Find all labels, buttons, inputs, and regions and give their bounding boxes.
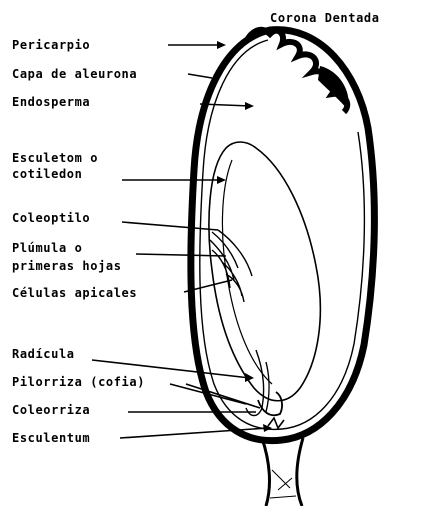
arrow-pericarpio bbox=[217, 41, 226, 49]
stalk-texture bbox=[270, 470, 296, 498]
seed-stalk bbox=[262, 438, 303, 506]
label-pericarpio: Pericarpio bbox=[12, 38, 90, 52]
label-coleoptilo: Coleoptilo bbox=[12, 211, 90, 225]
escutelo-inner bbox=[222, 160, 272, 384]
label-endosperma: Endosperma bbox=[12, 95, 90, 109]
leader-aleurona bbox=[188, 74, 212, 78]
arrow-endosperma bbox=[245, 102, 254, 110]
label-esculentum: Esculentum bbox=[12, 431, 90, 445]
label-coleorriza: Coleorriza bbox=[12, 403, 90, 417]
label-escutelo-line1: Esculetom o bbox=[12, 151, 98, 165]
arrow-escutelo bbox=[217, 176, 226, 184]
label-corona-dentada: Corona Dentada bbox=[270, 11, 380, 25]
label-capa-aleurona: Capa de aleurona bbox=[12, 67, 137, 81]
label-pilorriza: Pilorriza (cofia) bbox=[12, 375, 145, 389]
label-celulas-apicales: Células apicales bbox=[12, 286, 137, 300]
plumula-shape bbox=[210, 230, 252, 302]
seed-outer-coat bbox=[191, 30, 375, 441]
label-plumula-line2: primeras hojas bbox=[12, 259, 122, 273]
leader-pilorriza-b bbox=[186, 384, 260, 408]
label-radicula: Radícula bbox=[12, 347, 75, 361]
label-escutelo-line2: cotiledon bbox=[12, 167, 82, 181]
leader-coleoptilo bbox=[122, 222, 218, 230]
esculentum-shape bbox=[268, 418, 284, 428]
arrow-esculentum bbox=[263, 424, 272, 432]
leader-plumula bbox=[136, 254, 226, 256]
label-plumula-line1: Plúmula o bbox=[12, 241, 82, 255]
